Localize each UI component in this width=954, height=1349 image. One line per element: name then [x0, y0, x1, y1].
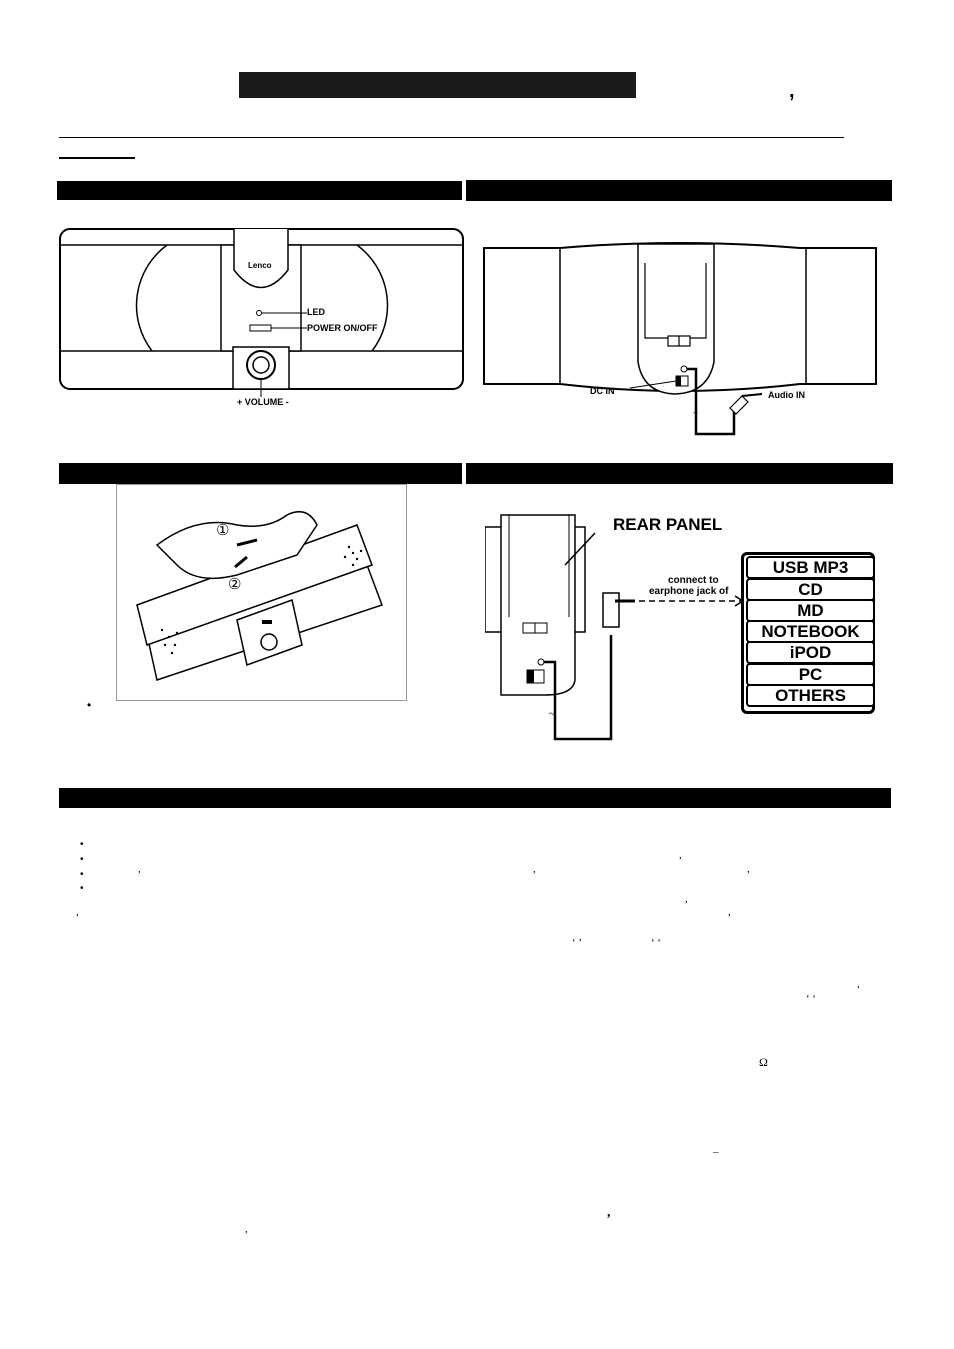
front-view-drawing: [59, 228, 464, 397]
text-mark: ,: [728, 906, 731, 918]
open-cover-figure: ① ②: [116, 484, 407, 701]
step-one-marker: ①: [216, 522, 230, 539]
section-bar-open: [59, 463, 462, 484]
back-view-figure: ~ DC IN Audio IN: [480, 238, 880, 438]
text-mark: ,: [245, 1223, 248, 1235]
text-mark: ‘ ‘: [806, 993, 817, 1005]
rear-panel-drawing: ~: [484, 514, 745, 741]
source-item: PC: [746, 663, 875, 686]
svg-text:~: ~: [549, 709, 555, 720]
text-mark: ,: [533, 863, 536, 875]
connect-to-label: connect to: [668, 575, 719, 586]
text-mark: ‘ ‘: [651, 937, 662, 949]
operation-bullet: •: [80, 854, 84, 865]
source-item: iPOD: [746, 641, 875, 664]
audio-in-label: Audio IN: [768, 390, 805, 400]
text-mark: ,: [76, 906, 79, 918]
source-item: MD: [746, 599, 875, 622]
header-underline: [59, 157, 135, 159]
text-mark: ‘ ’: [572, 937, 583, 949]
text-mark: _: [713, 1142, 719, 1154]
svg-text:~: ~: [693, 408, 698, 418]
back-view-drawing: ~: [483, 242, 877, 436]
source-item: OTHERS: [746, 684, 875, 707]
source-item: NOTEBOOK: [746, 620, 875, 643]
section-bar-rear: [466, 463, 893, 484]
text-mark: ,: [138, 863, 141, 875]
header-rule: [59, 137, 844, 138]
led-label: LED: [307, 307, 325, 317]
rear-panel-title: REAR PANEL: [613, 515, 723, 534]
earphone-jack-label: earphone jack of: [649, 586, 729, 597]
text-mark: ,: [857, 978, 860, 990]
volume-label: + VOLUME -: [237, 397, 289, 407]
text-mark: ,: [747, 863, 750, 875]
omega-symbol: Ω: [759, 1055, 768, 1069]
dc-in-label: DC IN: [590, 386, 615, 396]
brand-label: Lenco: [248, 261, 272, 270]
open-cover-drawing: [136, 510, 383, 681]
operation-bullet: •: [80, 839, 84, 850]
text-mark: ,: [685, 893, 688, 905]
power-label: POWER ON/OFF: [307, 323, 378, 333]
open-cover-bullet: •: [87, 698, 92, 712]
rear-panel-figure: ~ REAR PANEL connect to earphone jack of: [484, 505, 755, 745]
section-bar-back: [466, 180, 892, 201]
section-bar-front: [57, 181, 462, 200]
source-item: USB MP3: [746, 556, 875, 579]
text-mark: ,: [607, 1205, 611, 1220]
operation-bullet: •: [80, 869, 84, 880]
section-bar-operation: [59, 788, 891, 808]
operation-bullet: •: [80, 883, 84, 894]
header-mark: ,: [789, 80, 795, 102]
front-view-figure: Lenco LED POWER ON/OFF + VOLUME -: [57, 225, 465, 410]
step-two-marker: ②: [228, 576, 242, 593]
source-item: CD: [746, 578, 875, 601]
title-bar: [239, 72, 636, 98]
text-mark: ,: [679, 849, 682, 861]
